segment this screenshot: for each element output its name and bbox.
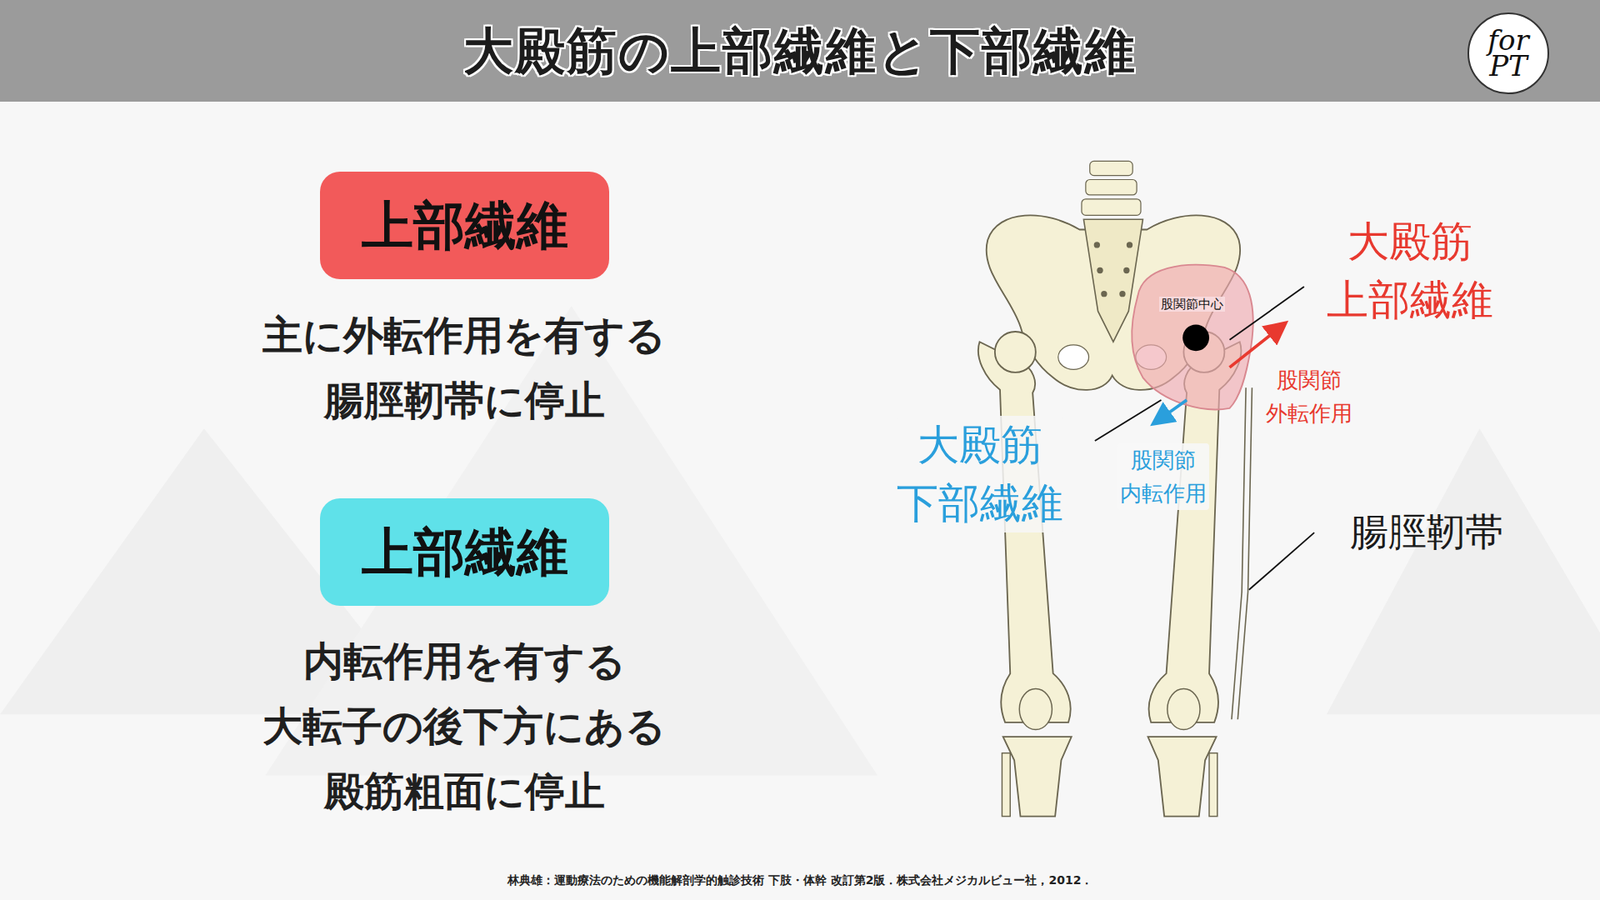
node-text: 上部繊維 xyxy=(361,517,569,588)
heading-pill: 上部繊維 xyxy=(320,498,610,606)
iliotibial-band xyxy=(1231,387,1252,720)
left-femur xyxy=(978,331,1072,817)
leader-line xyxy=(1230,286,1305,340)
node-text: 上部繊維 xyxy=(361,190,569,261)
point-label: 股関節中心 xyxy=(1159,296,1225,312)
action-label: 股関節 内転作用 xyxy=(1117,443,1210,510)
node-text: for PT xyxy=(1487,27,1529,79)
muscle-label: 大殿筋 上部繊維 xyxy=(1326,212,1494,330)
leader-line xyxy=(1095,400,1162,441)
muscle-label: 大殿筋 下部繊維 xyxy=(896,415,1064,533)
description-text: 主に外転作用を有する 腸脛靭帯に停止 xyxy=(262,302,666,433)
slide-title: 大殿筋の上部繊維と下部繊維 xyxy=(0,0,1600,102)
description-text: 内転作用を有する 大転子の後下方にある 殿筋粗面に停止 xyxy=(262,628,666,824)
logo-circle: for PT xyxy=(1467,12,1550,95)
node-text-group: 上部繊維 xyxy=(361,517,569,588)
obturator xyxy=(1058,345,1090,370)
structure-label: 腸脛靭帯 xyxy=(1350,508,1504,555)
abduction-arrow xyxy=(1230,324,1285,367)
node-text-group: 上部繊維 xyxy=(361,190,569,261)
sacral-foramina xyxy=(1094,241,1134,297)
action-label: 股関節 外転作用 xyxy=(1263,363,1355,430)
gluteus-maximus xyxy=(1131,265,1253,410)
bg-shape xyxy=(1326,428,1600,715)
spine xyxy=(1081,160,1141,215)
node-text-group: for PT xyxy=(1487,27,1529,79)
source-caption: 林典雄：運動療法のための機能解剖学的触診技術 下肢・体幹 改訂第2版．株式会社メ… xyxy=(507,873,1093,889)
heading-pill: 上部繊維 xyxy=(320,171,610,280)
hip-center-dot xyxy=(1182,324,1210,351)
leader-line xyxy=(1249,532,1315,590)
title-bar: 大殿筋の上部繊維と下部繊維 xyxy=(0,0,1600,102)
adduction-arrow xyxy=(1155,400,1187,423)
